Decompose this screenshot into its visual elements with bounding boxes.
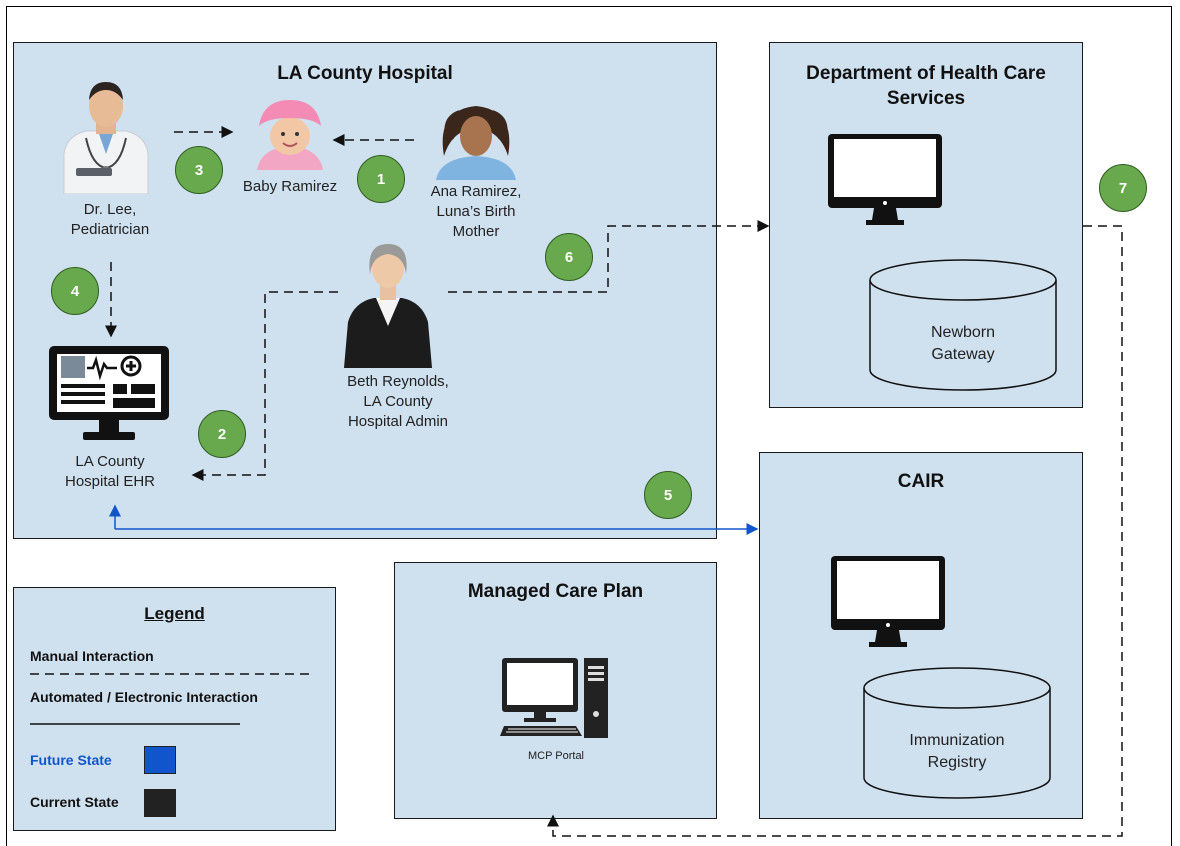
newborn-gateway-label: Newborn Gateway [930, 324, 996, 363]
admin-icon [344, 244, 432, 368]
legend-solid-line [30, 723, 240, 725]
legend-manual-label: Manual Interaction [30, 648, 154, 664]
legend-current-label: Current State [30, 794, 119, 810]
legend-box: Legend Manual Interaction Automated / El… [13, 587, 336, 831]
newborn-gateway-cylinder [869, 259, 1057, 391]
immunization-registry-cylinder [863, 667, 1051, 799]
legend-future-label: Future State [30, 752, 112, 768]
arrow-admin-to-dhcs [448, 220, 770, 293]
step-3-badge: 3 [175, 146, 223, 194]
step-5-badge: 5 [644, 471, 692, 519]
legend-automated-label: Automated / Electronic Interaction [30, 689, 258, 705]
mcp-computer-icon [500, 658, 608, 738]
diagram-frame [6, 6, 1172, 846]
step-6-badge: 6 [545, 233, 593, 281]
baby-label: Baby Ramirez [242, 178, 338, 195]
step-2-badge: 2 [198, 410, 246, 458]
doctor-label: Dr. Lee, Pediatrician [70, 201, 150, 238]
legend-future-swatch [144, 746, 176, 774]
arrow-admin-to-ehr [191, 291, 338, 481]
la-county-hospital-title: LA County Hospital [277, 63, 453, 84]
legend-title: Legend [144, 604, 205, 623]
step-4-badge: 4 [51, 267, 99, 315]
step-1-badge: 1 [357, 155, 405, 203]
immunization-registry-label: Immunization Registry [909, 732, 1005, 771]
arrow-dhcs-to-mcp [547, 225, 1123, 837]
mcp-portal-label: MCP Portal [527, 750, 585, 762]
step-7-badge: 7 [1099, 164, 1147, 212]
cair-monitor-icon [831, 556, 945, 647]
doctor-icon [63, 82, 149, 194]
ehr-monitor-icon [49, 346, 169, 440]
legend-current-swatch [144, 789, 176, 817]
dhcs-title: Department of Health Care Services [806, 63, 1046, 109]
mother-label: Ana Ramirez, Luna’s Birth Mother [430, 183, 522, 240]
admin-label: Beth Reynolds, LA County Hospital Admin [347, 373, 449, 430]
managed-care-plan-title: Managed Care Plan [467, 581, 644, 602]
dhcs-monitor-icon [828, 134, 942, 225]
cair-title: CAIR [897, 471, 945, 492]
la-county-hospital-box: LA County Hospital [13, 42, 717, 539]
ehr-label: LA County Hospital EHR [64, 453, 156, 490]
baby-icon [257, 100, 323, 170]
legend-dashed-line [30, 673, 310, 675]
mother-icon [436, 106, 516, 180]
